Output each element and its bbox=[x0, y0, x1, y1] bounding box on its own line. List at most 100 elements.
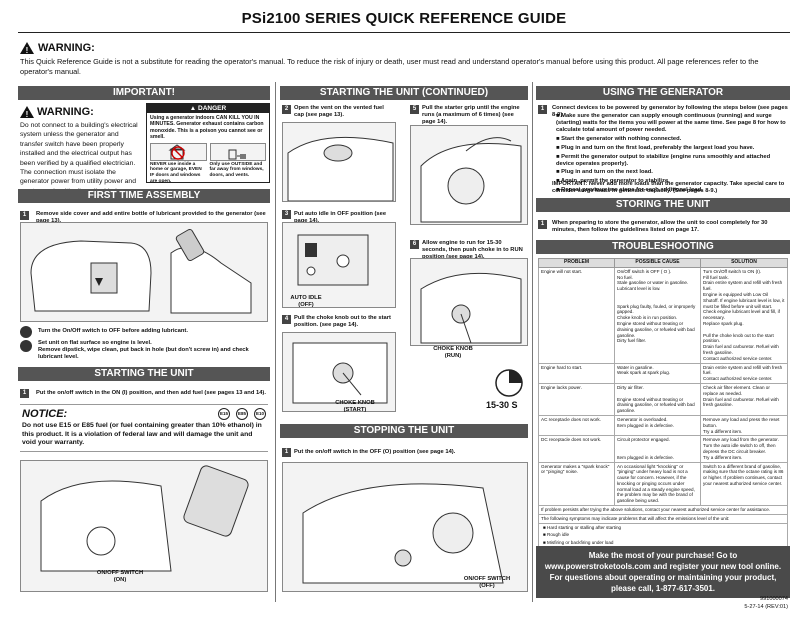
table-body: Engine will not start.On/Off switch is O… bbox=[538, 266, 788, 573]
table-row: DC receptacle does not work.Circuit prot… bbox=[538, 435, 788, 463]
table-row: Engine will not start.On/Off switch is O… bbox=[538, 266, 788, 364]
switch-off-label: ON/OFF SWITCH (OFF) bbox=[463, 576, 511, 590]
table-footer-row: ■ Hard starting or stalling after starti… bbox=[538, 523, 788, 532]
danger-text: Using a generator indoors CAN KILL YOU I… bbox=[150, 115, 264, 141]
table-cell: AC receptacle does not work. bbox=[538, 414, 615, 437]
starter-grip-illustration bbox=[410, 125, 528, 225]
column-divider-right bbox=[532, 82, 533, 602]
step-number: 2 bbox=[282, 105, 291, 114]
table-footer-cell: If problem persists after trying the abo… bbox=[538, 505, 788, 515]
assembly-note-2: Set unit on flat surface so engine is le… bbox=[38, 340, 152, 346]
level-surface-icon bbox=[20, 340, 32, 352]
top-warning-text: This Quick Reference Guide is not a subs… bbox=[20, 57, 759, 76]
using-bullet: Make sure the generator can supply enoug… bbox=[556, 113, 786, 134]
choke-start-label: CHOKE KNOB (START) bbox=[335, 400, 375, 414]
list-item: ■ Repeat previous two steps for each add… bbox=[556, 186, 703, 193]
notice-box: NOTICE: E15 E85 E10 Do not use E15 or E8… bbox=[20, 404, 268, 452]
switch-on-label: ON/OFF SWITCH (ON) bbox=[96, 570, 144, 584]
table-row: AC receptacle does not work.Generator is… bbox=[538, 414, 788, 437]
table-footer-row: ■ Rough idle bbox=[538, 531, 788, 540]
assembly-note-3: Remove dipstick, wipe clean, put back in… bbox=[38, 347, 249, 361]
important-bar: IMPORTANT! bbox=[18, 86, 270, 100]
important-warning-label: WARNING: bbox=[37, 106, 94, 118]
table-footer-cell: ■ Hard starting or stalling after starti… bbox=[538, 523, 788, 532]
table-cell: Engine hard to start. bbox=[538, 362, 615, 384]
using-generator-bar: USING THE GENERATOR bbox=[536, 86, 790, 100]
top-warning-label: WARNING: bbox=[38, 42, 95, 54]
step-5-text: Pull the starter grip until the engine r… bbox=[422, 105, 520, 126]
table-footer-cell: The following symptoms may indicate prob… bbox=[538, 513, 788, 524]
fueling-illustration bbox=[20, 460, 268, 592]
assembly-note-1: Turn the On/Off switch to OFF before add… bbox=[38, 328, 188, 334]
danger-triangle-icon: ▲ bbox=[189, 105, 197, 112]
important-warning-heading: ! WARNING: bbox=[20, 106, 94, 118]
table-cell: Engine lacks power. bbox=[538, 382, 615, 416]
list-item: ■ Again, permit the generator to stabili… bbox=[556, 178, 670, 185]
step-number: 3 bbox=[282, 210, 291, 219]
timer-label: 15-30 S bbox=[486, 400, 518, 410]
starting-continued-bar: STARTING THE UNIT (CONTINUED) bbox=[280, 86, 528, 100]
list-item: ■ Permit the generator output to stabili… bbox=[556, 153, 771, 167]
stopping-unit-bar: STOPPING THE UNIT bbox=[280, 424, 528, 438]
auto-idle-label: AUTO IDLE (OFF) bbox=[290, 295, 322, 309]
table-cell: Dirty air filter. Engine stored without … bbox=[614, 382, 701, 416]
column-header: SOLUTION bbox=[700, 258, 788, 268]
stopping-step-1: Put the on/off switch in the OFF (O) pos… bbox=[294, 449, 456, 455]
danger-left-text: NEVER use inside a home or garage, EVEN … bbox=[150, 161, 202, 185]
list-item: ■ Start the generator with nothing conne… bbox=[556, 136, 682, 143]
stopping-illustration bbox=[282, 462, 528, 592]
using-steps-list: ■ Make sure the generator can supply eno… bbox=[556, 113, 788, 196]
danger-box: ▲ DANGER Using a generator indoors CAN K… bbox=[146, 103, 270, 185]
step-number: 1 bbox=[282, 448, 291, 457]
choke-run-illustration bbox=[410, 258, 528, 346]
table-cell: Remove any load and press the reset butt… bbox=[700, 414, 788, 437]
list-item: ■ Plug in and turn on the next load. bbox=[556, 169, 653, 176]
table-header-row: PROBLEM POSSIBLE CAUSE SOLUTION bbox=[538, 258, 788, 268]
storing-step-1: When preparing to store the generator, a… bbox=[552, 220, 768, 234]
e10-allowed-icon: E10 bbox=[254, 408, 266, 420]
table-cell: Engine will not start. bbox=[538, 266, 615, 364]
warning-triangle-icon: ! bbox=[20, 106, 34, 118]
svg-text:!: ! bbox=[26, 110, 29, 118]
column-header: POSSIBLE CAUSE bbox=[614, 258, 701, 268]
step-number: 6 bbox=[410, 240, 419, 249]
list-item: ■ Make sure the generator can supply eno… bbox=[556, 113, 786, 134]
step-number: 1 bbox=[20, 211, 29, 220]
using-bullet: Start the generator with nothing connect… bbox=[561, 136, 682, 143]
column-divider-left bbox=[275, 82, 276, 602]
starting-unit-bar: STARTING THE UNIT bbox=[18, 367, 270, 381]
choke-run-label: CHOKE KNOB (RUN) bbox=[433, 346, 473, 360]
document-revision: 5-27-14 (REV:01) bbox=[744, 604, 788, 610]
no-indoor-icon bbox=[150, 142, 207, 161]
starting-step-1: Put the on/off switch in the ON (I) posi… bbox=[36, 390, 266, 396]
step-number: 5 bbox=[410, 105, 419, 114]
table-cell: An occasional light "knocking" or "pingi… bbox=[614, 461, 701, 507]
assembly-illustration bbox=[20, 222, 268, 322]
top-warning-heading: ! WARNING: bbox=[20, 42, 95, 54]
step-number: 1 bbox=[538, 105, 547, 114]
danger-label: DANGER bbox=[198, 105, 227, 112]
step-number: 1 bbox=[538, 220, 547, 229]
using-bullet: Again, permit the generator to stabilize… bbox=[560, 178, 670, 185]
table-footer-row: ■ Misfiring or backfiring under load bbox=[538, 539, 788, 548]
table-cell: Circuit protector engaged. Item plugged … bbox=[614, 435, 701, 463]
timer-icon bbox=[495, 369, 523, 397]
outside-use-icon bbox=[209, 142, 266, 161]
table-footer-row: The following symptoms may indicate prob… bbox=[538, 513, 788, 524]
storing-unit-bar: STORING THE UNIT bbox=[536, 198, 790, 212]
danger-header: ▲ DANGER bbox=[147, 104, 269, 113]
onoff-switch-icon bbox=[20, 326, 32, 338]
column-header: PROBLEM bbox=[538, 258, 615, 268]
table-cell: On/Off switch is OFF ( O ). No fuel. Sta… bbox=[614, 266, 701, 364]
using-important: IMPORTANT: Never add more loads than the… bbox=[552, 181, 785, 195]
auto-idle-illustration bbox=[282, 222, 396, 308]
using-bullet: Plug in and turn on the first load, pref… bbox=[561, 144, 755, 151]
warning-triangle-icon: ! bbox=[20, 42, 34, 54]
list-item: ■ Plug in and turn on the first load, pr… bbox=[556, 144, 755, 151]
choke-start-illustration bbox=[282, 332, 396, 412]
table-row: Generator makes a "spark knock" or "ping… bbox=[538, 461, 788, 507]
danger-right-text: Only use OUTSIDE and far away from windo… bbox=[209, 161, 264, 179]
table-footer-row: If problem persists after trying the abo… bbox=[538, 505, 788, 515]
table-row: Engine lacks power.Dirty air filter. Eng… bbox=[538, 382, 788, 416]
assembly-step-1: Remove side cover and add entire bottle … bbox=[36, 211, 266, 224]
